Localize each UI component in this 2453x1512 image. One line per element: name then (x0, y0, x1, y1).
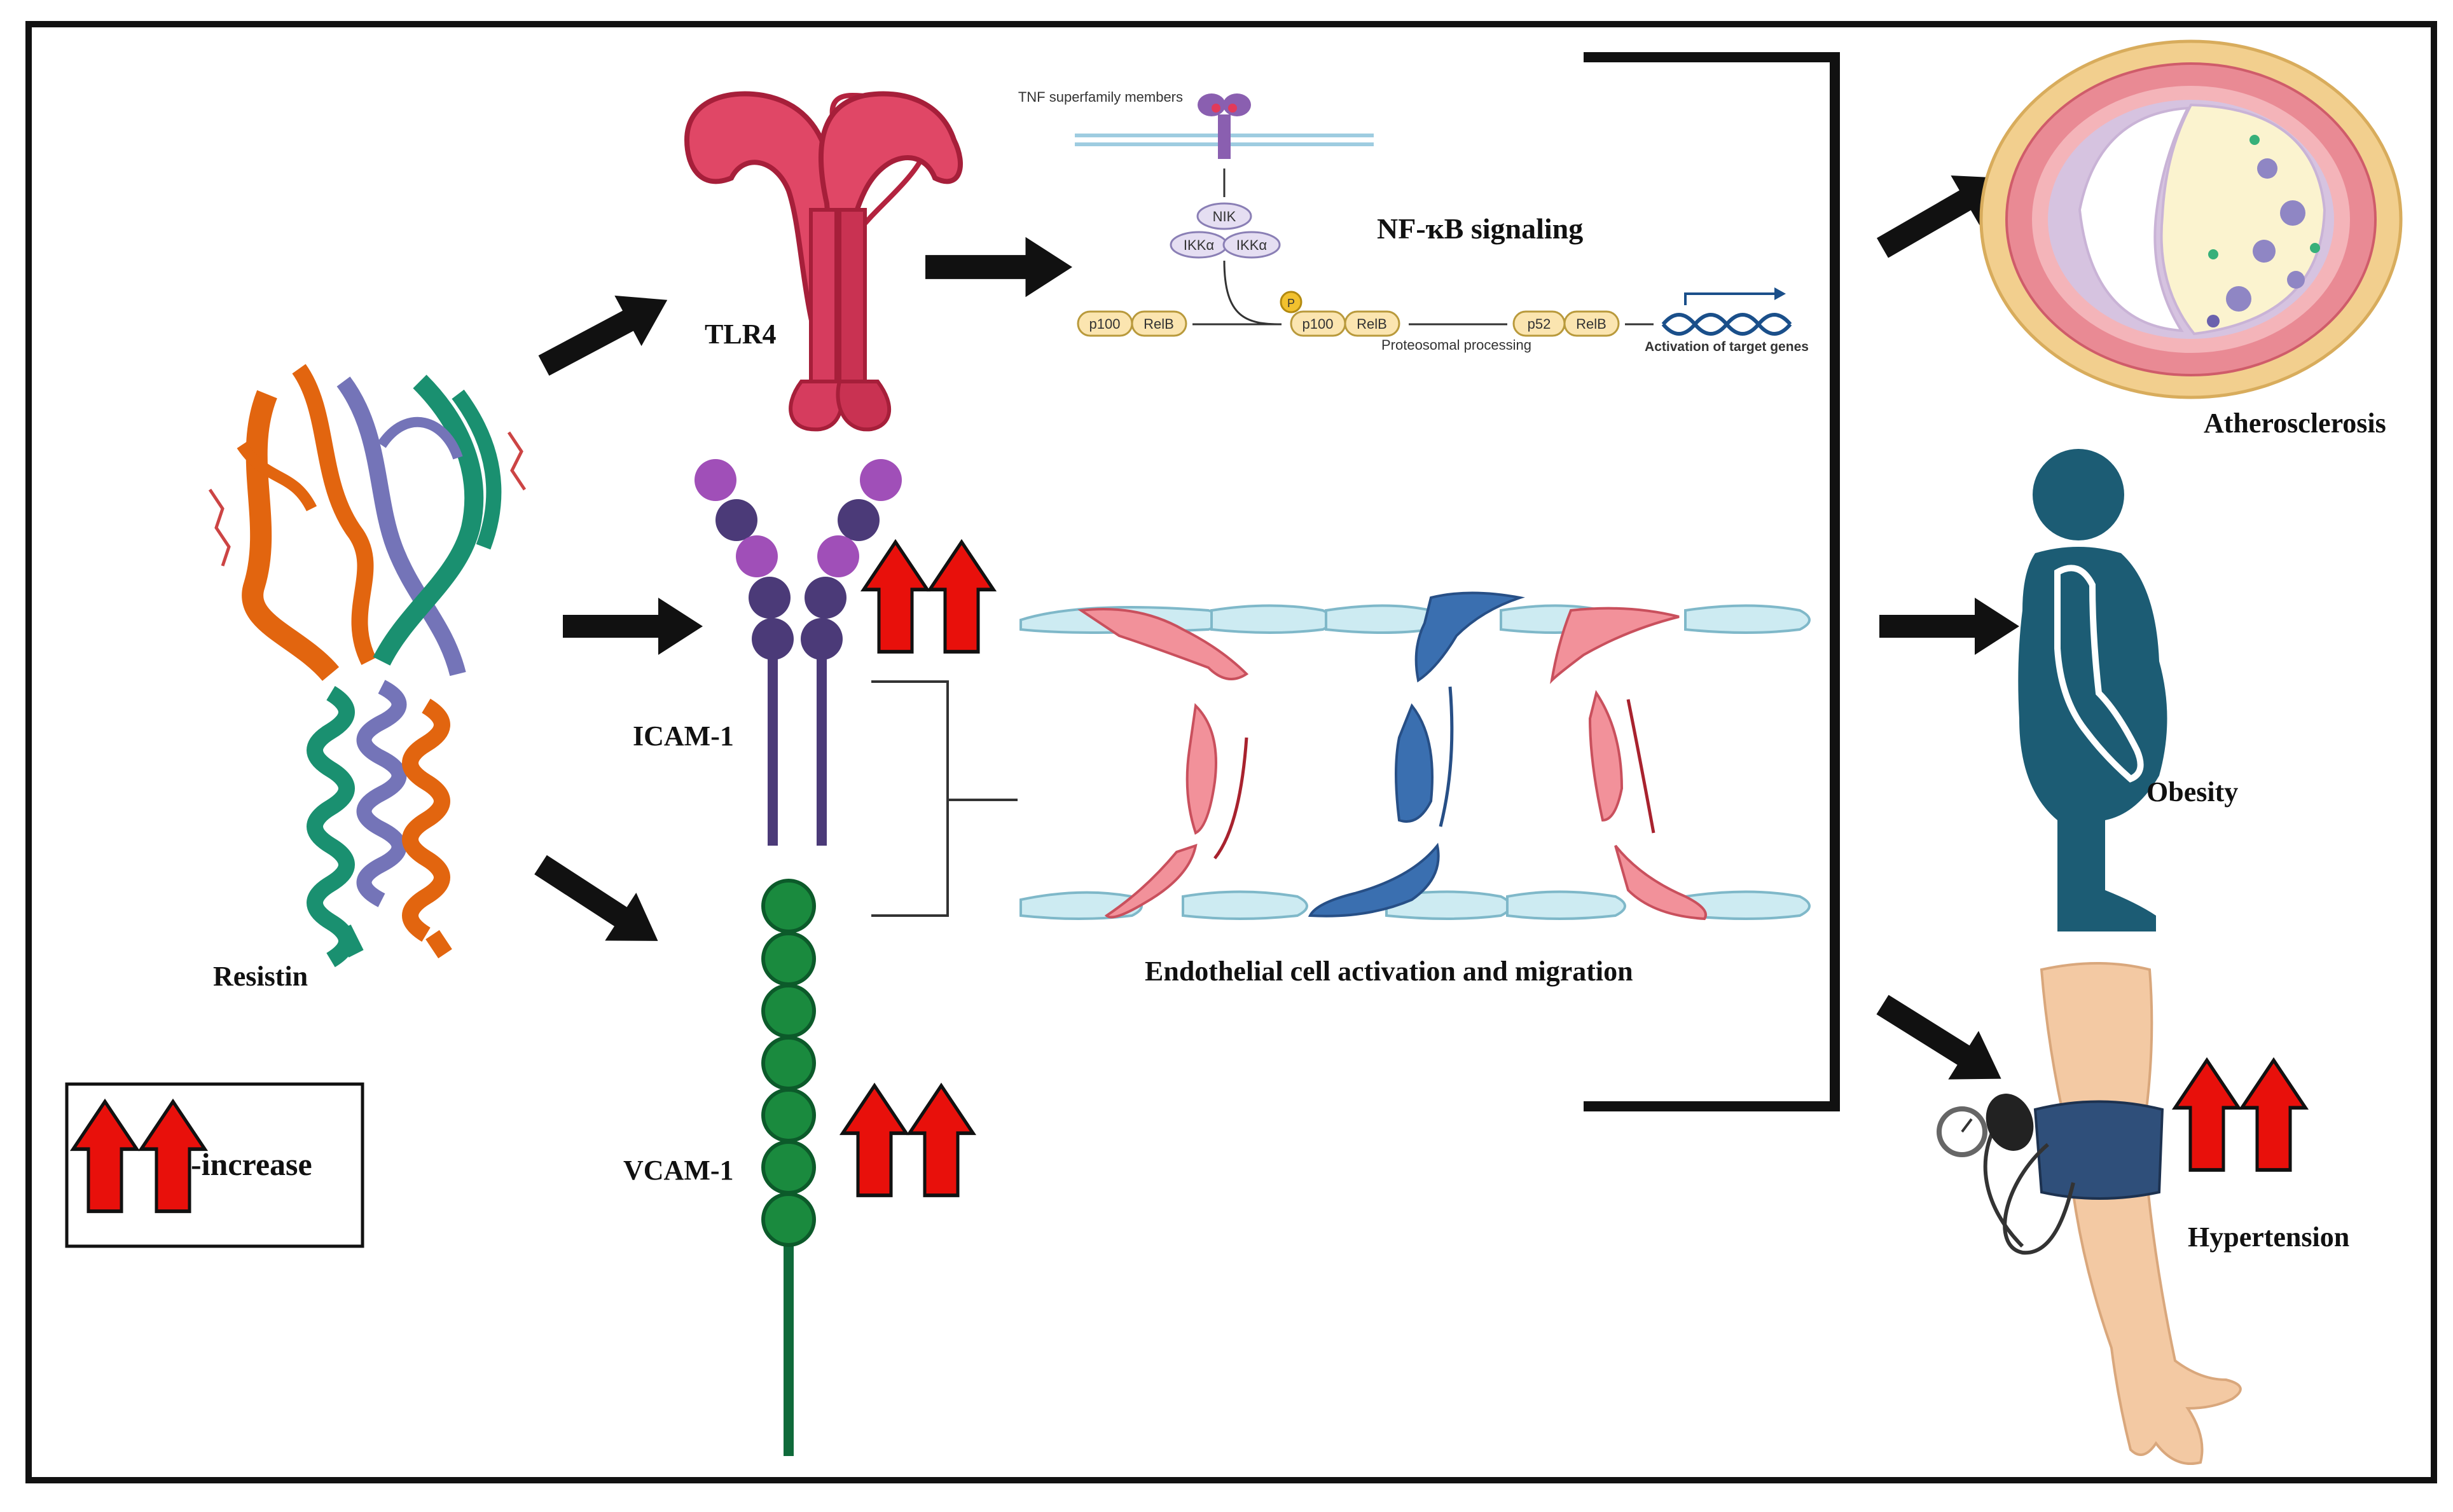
p100-label-b: p100 (1303, 316, 1334, 332)
arrow-resistin-to-icam (563, 598, 703, 655)
bottom-endothelial-layer (1019, 890, 1811, 920)
arrow-to-obesity (1879, 598, 2019, 655)
tnf-label: TNF superfamily members (1018, 89, 1183, 105)
ikka-node-2 (1222, 231, 1281, 259)
atherosclerosis-label: Atherosclerosis (2204, 408, 2386, 439)
vcam-increase-arrow-1 (843, 1086, 906, 1196)
tnf-receptor-icon (1198, 93, 1251, 159)
tnf-text: TNF superfamily members (1018, 89, 1183, 105)
icam-vcam-bracket (871, 680, 1018, 917)
vcam-increase-arrow-2 (909, 1086, 973, 1196)
icam-1-receptor (694, 459, 902, 846)
icam-1-label: ICAM-1 (633, 720, 734, 752)
relb-node-c (1563, 310, 1620, 337)
outcome-bracket (1584, 52, 1840, 1111)
relb-label-c: RelB (1576, 316, 1607, 332)
nfkb-pathway: TNF superfamily members NIK IKKα IKKα p1… (1018, 89, 1809, 354)
endothelial-illustration (1019, 591, 1811, 921)
endothelial-label: Endothelial cell activation and migratio… (1145, 956, 1633, 987)
arrow-resistin-to-tlr4 (530, 274, 681, 391)
relb-label-b: RelB (1357, 316, 1387, 332)
arrow-to-hypertension (1867, 980, 2017, 1103)
phospho-label: P (1287, 297, 1295, 310)
legend: -increase (65, 1082, 364, 1248)
p100-label-a: p100 (1089, 316, 1121, 332)
icam-increase-arrow-2 (930, 542, 993, 652)
vcam-1-receptor (761, 879, 816, 1456)
tlr4-label: TLR4 (705, 319, 776, 350)
hypertension-increase-arrow-1 (2175, 1061, 2239, 1171)
hypertension-label: Hypertension (2188, 1221, 2349, 1253)
atherosclerosis-vessel-icon (1979, 39, 2403, 399)
activation-label: Activation of target genes (1645, 340, 1809, 354)
p52-label: p52 (1528, 316, 1551, 332)
dna-icon (1661, 287, 1792, 336)
obesity-label: Obesity (2146, 776, 2238, 808)
resistin-label: Resistin (213, 961, 308, 992)
legend-label: -increase (191, 1146, 312, 1182)
resistin-protein (208, 364, 527, 968)
relb-label-a: RelB (1144, 316, 1174, 332)
phospho-node (1280, 291, 1303, 313)
top-endothelial-layer (1019, 604, 1811, 634)
activation-text: Activation of target genes (1645, 340, 1809, 354)
hypertension-arm-icon (1937, 962, 2242, 1465)
icam-increase-arrow-1 (864, 542, 927, 652)
nik-node (1196, 202, 1252, 230)
hypertension-increase-arrow-2 (2242, 1061, 2305, 1171)
relb-node-b (1344, 310, 1400, 337)
obesity-body-icon (2018, 449, 2167, 931)
ikka-label-2: IKKα (1236, 237, 1267, 253)
proteosomal-text: Proteosomal processing (1381, 337, 1531, 353)
arrow-resistin-to-vcam (525, 841, 674, 965)
outer-frame (25, 21, 2437, 1483)
relb-node-a (1131, 310, 1187, 337)
bulb-icon (1986, 1094, 2034, 1151)
arrow-tlr4-to-nfkb (925, 237, 1072, 298)
vcam-1-label: VCAM-1 (623, 1155, 734, 1186)
proteosomal-label: Proteosomal processing (1381, 337, 1531, 353)
tlr4-receptor (684, 91, 963, 432)
nik-label: NIK (1213, 209, 1236, 224)
nfkb-label: NF-ҡB signaling (1377, 212, 1583, 245)
ikka-label-1: IKKα (1184, 237, 1214, 253)
